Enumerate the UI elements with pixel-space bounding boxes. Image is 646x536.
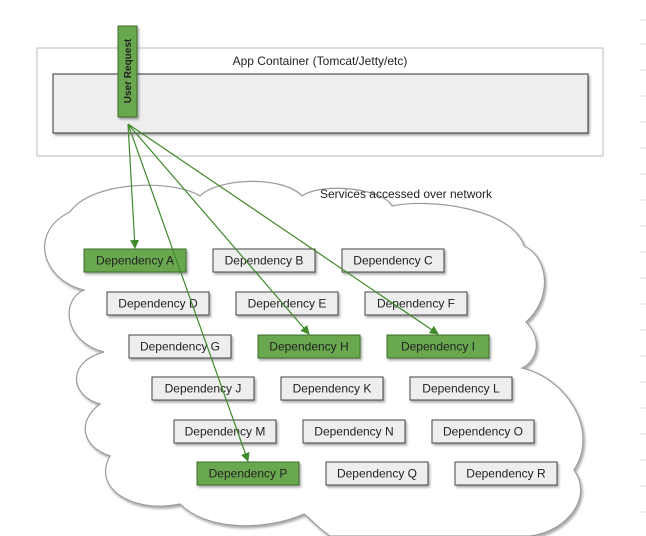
dependency-label: Dependency P [209, 467, 288, 481]
dependency-label: Dependency B [225, 254, 304, 268]
arrow-to-dependency-p [127, 123, 250, 462]
dependency-node-dependency-o: Dependency O [431, 419, 535, 444]
dependency-label: Dependency R [466, 467, 546, 481]
dependency-box [257, 334, 361, 359]
dependency-box [151, 376, 255, 401]
dependency-node-dependency-d: Dependency D [106, 291, 210, 316]
arrow-to-dependency-h [127, 123, 310, 335]
dependency-node-dependency-f: Dependency F [364, 291, 468, 316]
dependency-label: Dependency E [248, 297, 327, 311]
dependency-node-dependency-q: Dependency Q [325, 461, 429, 486]
dependency-label: Dependency M [185, 425, 266, 439]
dependency-label: Dependency H [269, 340, 348, 354]
dependency-label: Dependency C [353, 254, 433, 268]
dependency-label: Dependency F [377, 297, 455, 311]
dependency-box [196, 461, 300, 486]
dependency-box [235, 291, 339, 316]
dependency-node-dependency-e: Dependency E [235, 291, 339, 316]
dependency-label: Dependency G [140, 340, 220, 354]
dependency-grid: Dependency A Dependency B Dependency C Depe… [83, 248, 558, 486]
dependency-node-dependency-c: Dependency C [341, 248, 445, 273]
app-container-body [52, 73, 589, 134]
dependency-node-dependency-k: Dependency K [280, 376, 384, 401]
dependency-box [212, 248, 316, 273]
dependency-box [280, 376, 384, 401]
dependency-label: Dependency L [422, 382, 500, 396]
dependency-box [83, 248, 187, 273]
dependency-node-dependency-g: Dependency G [128, 334, 232, 359]
dependency-node-dependency-i: Dependency I [386, 334, 490, 359]
user-request-box [117, 25, 138, 118]
dependency-node-dependency-b: Dependency B [212, 248, 316, 273]
dependency-node-dependency-l: Dependency L [409, 376, 513, 401]
dependency-box [386, 334, 490, 359]
edge-guides [640, 19, 646, 513]
dependency-node-dependency-r: Dependency R [454, 461, 558, 486]
dependency-box [302, 419, 406, 444]
dependency-node-dependency-a: Dependency A [83, 248, 187, 273]
dependency-box [173, 419, 277, 444]
dependency-label: Dependency D [118, 297, 198, 311]
request-arrows [127, 123, 439, 462]
user-request: User Request [117, 25, 138, 118]
dependency-label: Dependency I [401, 340, 475, 354]
dependency-node-dependency-h: Dependency H [257, 334, 361, 359]
dependency-box [106, 291, 210, 316]
dependency-label: Dependency J [165, 382, 242, 396]
dependency-node-dependency-m: Dependency M [173, 419, 277, 444]
user-request-label: User Request [123, 38, 134, 103]
dependency-node-dependency-j: Dependency J [151, 376, 255, 401]
dependency-box [341, 248, 445, 273]
dependency-label: Dependency N [314, 425, 393, 439]
dependency-label: Dependency Q [337, 467, 417, 481]
dependency-node-dependency-n: Dependency N [302, 419, 406, 444]
dependency-label: Dependency A [96, 254, 174, 268]
dependency-box [431, 419, 535, 444]
dependency-node-dependency-p: Dependency P [196, 461, 300, 486]
dependency-box [364, 291, 468, 316]
dependency-label: Dependency O [443, 425, 523, 439]
dependency-box [409, 376, 513, 401]
arrow-to-dependency-a [127, 123, 140, 249]
dependency-label: Dependency K [293, 382, 372, 396]
dependency-box [325, 461, 429, 486]
app-container-title: App Container (Tomcat/Jetty/etc) [233, 54, 408, 68]
network-caption: Services accessed over network [320, 187, 493, 201]
dependency-box [454, 461, 558, 486]
arrow-to-dependency-i [127, 123, 439, 335]
